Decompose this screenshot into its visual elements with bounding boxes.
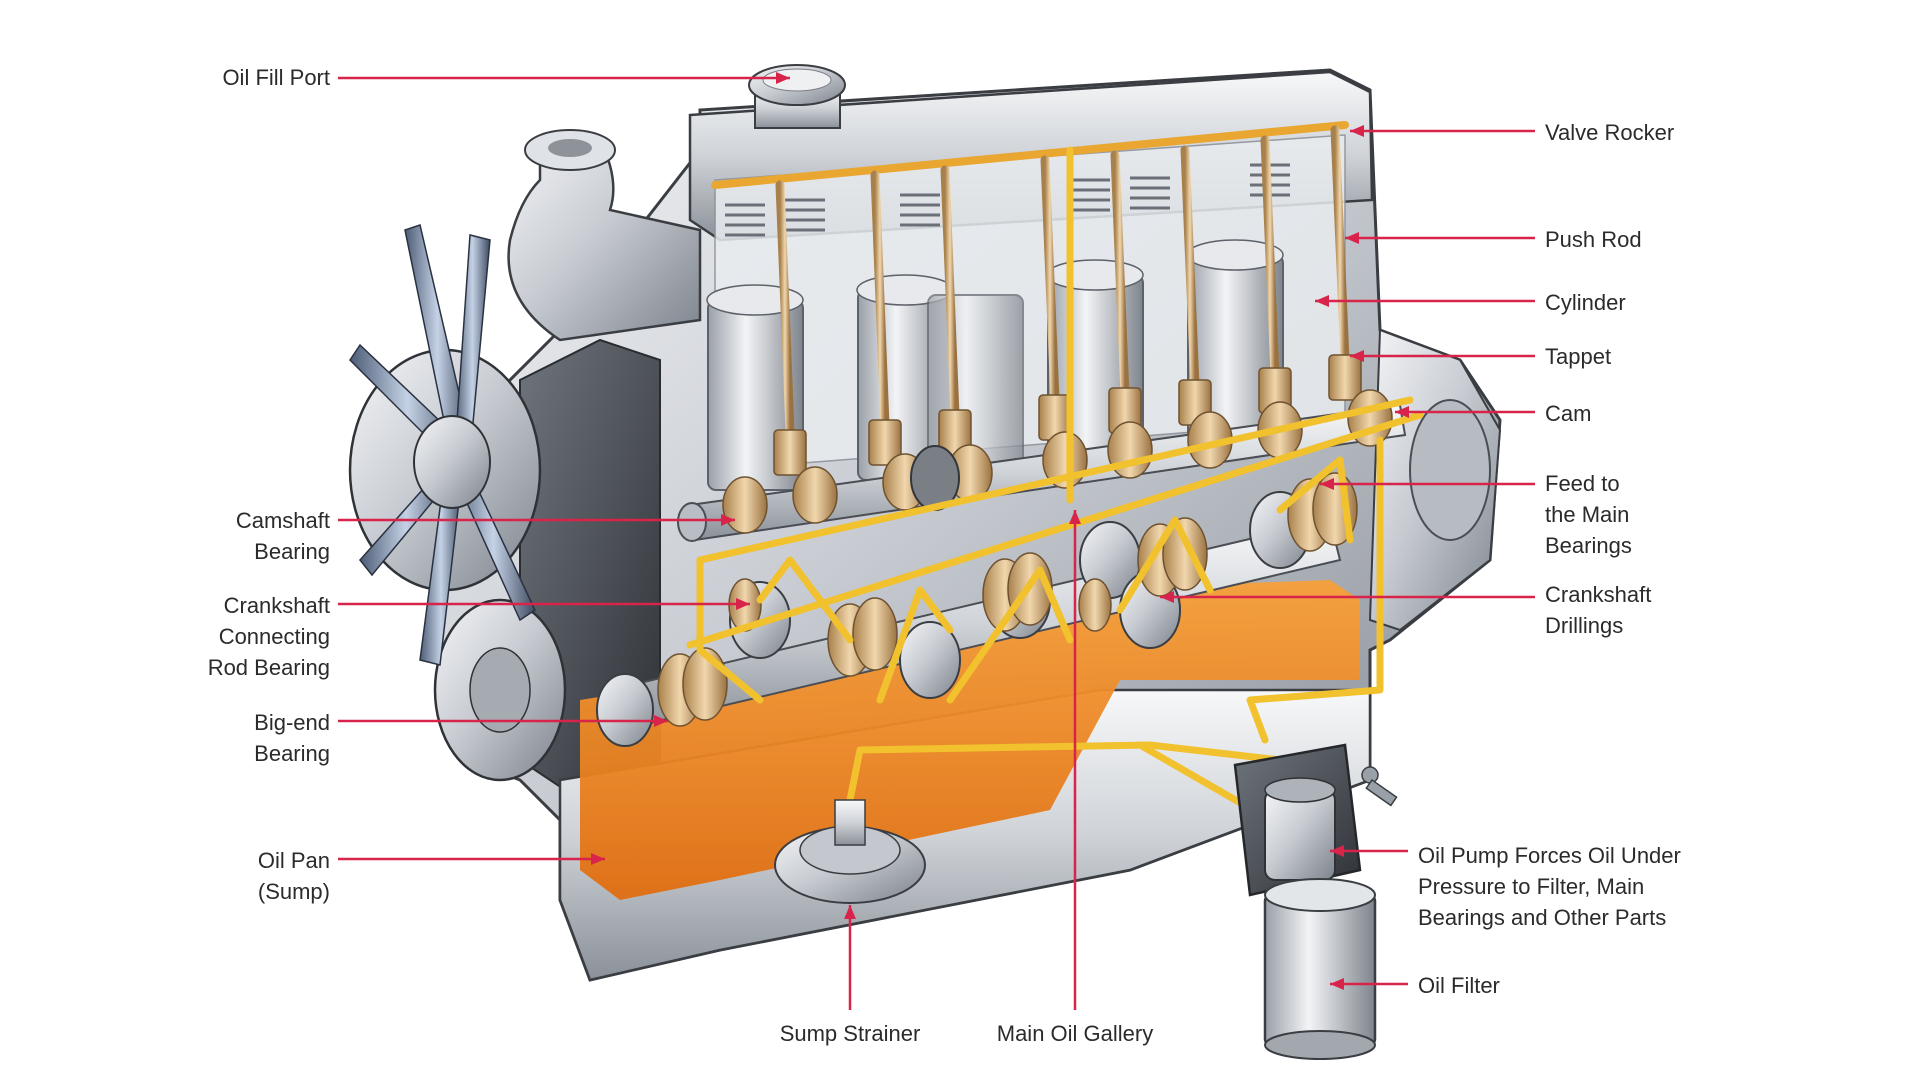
leader-sump-strainer-arrowhead: [844, 905, 856, 919]
label-line: Pressure to Filter, Main: [1418, 874, 1645, 899]
label-line: Feed to: [1545, 471, 1620, 496]
label-sump-strainer: Sump Strainer: [760, 1018, 940, 1049]
label-cylinder: Cylinder: [1545, 287, 1626, 318]
feed-line: [1246, 436, 1384, 744]
breather-elbow: [507, 129, 702, 342]
label-line: Cam: [1545, 401, 1592, 426]
label-line: Camshaft: [235, 508, 330, 533]
rear-cover: [1409, 399, 1491, 541]
label-line: Crankshaft: [1545, 582, 1652, 607]
label-big-end-bearing: Big-end Bearing: [160, 707, 330, 769]
leader-lines: [338, 72, 1535, 1010]
sump-oil: [580, 580, 1360, 900]
label-line: Rod Bearing: [207, 655, 330, 680]
leader-main-oil-gallery-arrowhead: [1069, 510, 1081, 524]
label-oil-pump: Oil Pump Forces Oil Under Pressure to Fi…: [1418, 840, 1681, 933]
crank-nose: [596, 673, 654, 747]
oil-filter-part: [1263, 878, 1377, 1060]
oil-fill-port-part: [748, 64, 846, 129]
label-line: Cylinder: [1545, 290, 1626, 315]
leader-big-end-bearing-arrowhead: [654, 715, 668, 727]
fan-hub: [413, 415, 491, 509]
label-line: Bearings and Other Parts: [1418, 905, 1667, 930]
label-line: Big-end: [254, 710, 330, 735]
pump-bolt: [1361, 766, 1398, 807]
pump-to-strainer: [846, 741, 1284, 804]
label-line: Sump Strainer: [779, 1021, 921, 1046]
label-valve-rocker: Valve Rocker: [1545, 117, 1674, 148]
label-line: Connecting: [218, 624, 330, 649]
label-line: (Sump): [257, 879, 330, 904]
label-line: Oil Fill Port: [222, 65, 330, 90]
label-line: Oil Pump Forces Oil Under: [1418, 843, 1681, 868]
leader-oil-fill-port-arrowhead: [776, 72, 790, 84]
leader-oil-pump-arrowhead: [1330, 845, 1344, 857]
label-camshaft-bearing: Camshaft Bearing: [160, 505, 330, 567]
label-tappet: Tappet: [1545, 341, 1611, 372]
oil-pump-part: [1233, 743, 1398, 897]
label-oil-pan: Oil Pan (Sump): [160, 845, 330, 907]
leader-cam-arrowhead: [1395, 406, 1409, 418]
label-line: Tappet: [1545, 344, 1612, 369]
leader-crankshaft-connecting-rod-bearing-arrowhead: [736, 598, 750, 610]
label-cam: Cam: [1545, 398, 1591, 429]
label-line: Drillings: [1545, 613, 1624, 638]
camshaft-end: [677, 502, 707, 542]
leader-push-rod-arrowhead: [1345, 232, 1359, 244]
label-line: Valve Rocker: [1545, 120, 1675, 145]
label-line: Oil Pan: [257, 848, 330, 873]
leader-oil-filter-arrowhead: [1330, 978, 1344, 990]
leader-valve-rocker-arrowhead: [1350, 125, 1364, 137]
label-oil-fill-port: Oil Fill Port: [160, 62, 330, 93]
label-line: Oil Filter: [1418, 973, 1500, 998]
push-rods: [775, 125, 1350, 435]
label-push-rod: Push Rod: [1545, 224, 1642, 255]
label-feed-to-main-bearings: Feed to the Main Bearings: [1545, 468, 1632, 561]
tappets: [773, 354, 1362, 476]
label-crankshaft-drillings: Crankshaft Drillings: [1545, 579, 1651, 641]
main-gallery-line: [686, 411, 1424, 649]
oil-passages: [686, 146, 1424, 824]
label-oil-filter: Oil Filter: [1418, 970, 1500, 1001]
label-line: Push Rod: [1545, 227, 1642, 252]
label-line: Main Oil Gallery: [996, 1021, 1154, 1046]
leader-camshaft-bearing-arrowhead: [721, 514, 735, 526]
label-main-oil-gallery: Main Oil Gallery: [985, 1018, 1165, 1049]
leader-tappet-arrowhead: [1350, 350, 1364, 362]
label-line: Crankshaft: [223, 593, 330, 618]
leader-oil-pan-arrowhead: [591, 853, 605, 865]
rocker-shaft: [711, 121, 1349, 189]
label-crankshaft-connecting-rod-bearing: Crankshaft Connecting Rod Bearing: [160, 590, 330, 683]
leader-cylinder-arrowhead: [1315, 295, 1329, 307]
fan-assembly: [348, 224, 567, 782]
sump-strainer-part: [774, 799, 926, 904]
label-line: Bearing: [254, 741, 330, 766]
label-line: the Main: [1545, 502, 1630, 527]
label-line: Bearings: [1545, 533, 1632, 558]
label-line: Bearing: [254, 539, 330, 564]
leader-crankshaft-drillings-arrowhead: [1160, 591, 1174, 603]
leader-feed-to-main-bearings-arrowhead: [1320, 478, 1334, 490]
